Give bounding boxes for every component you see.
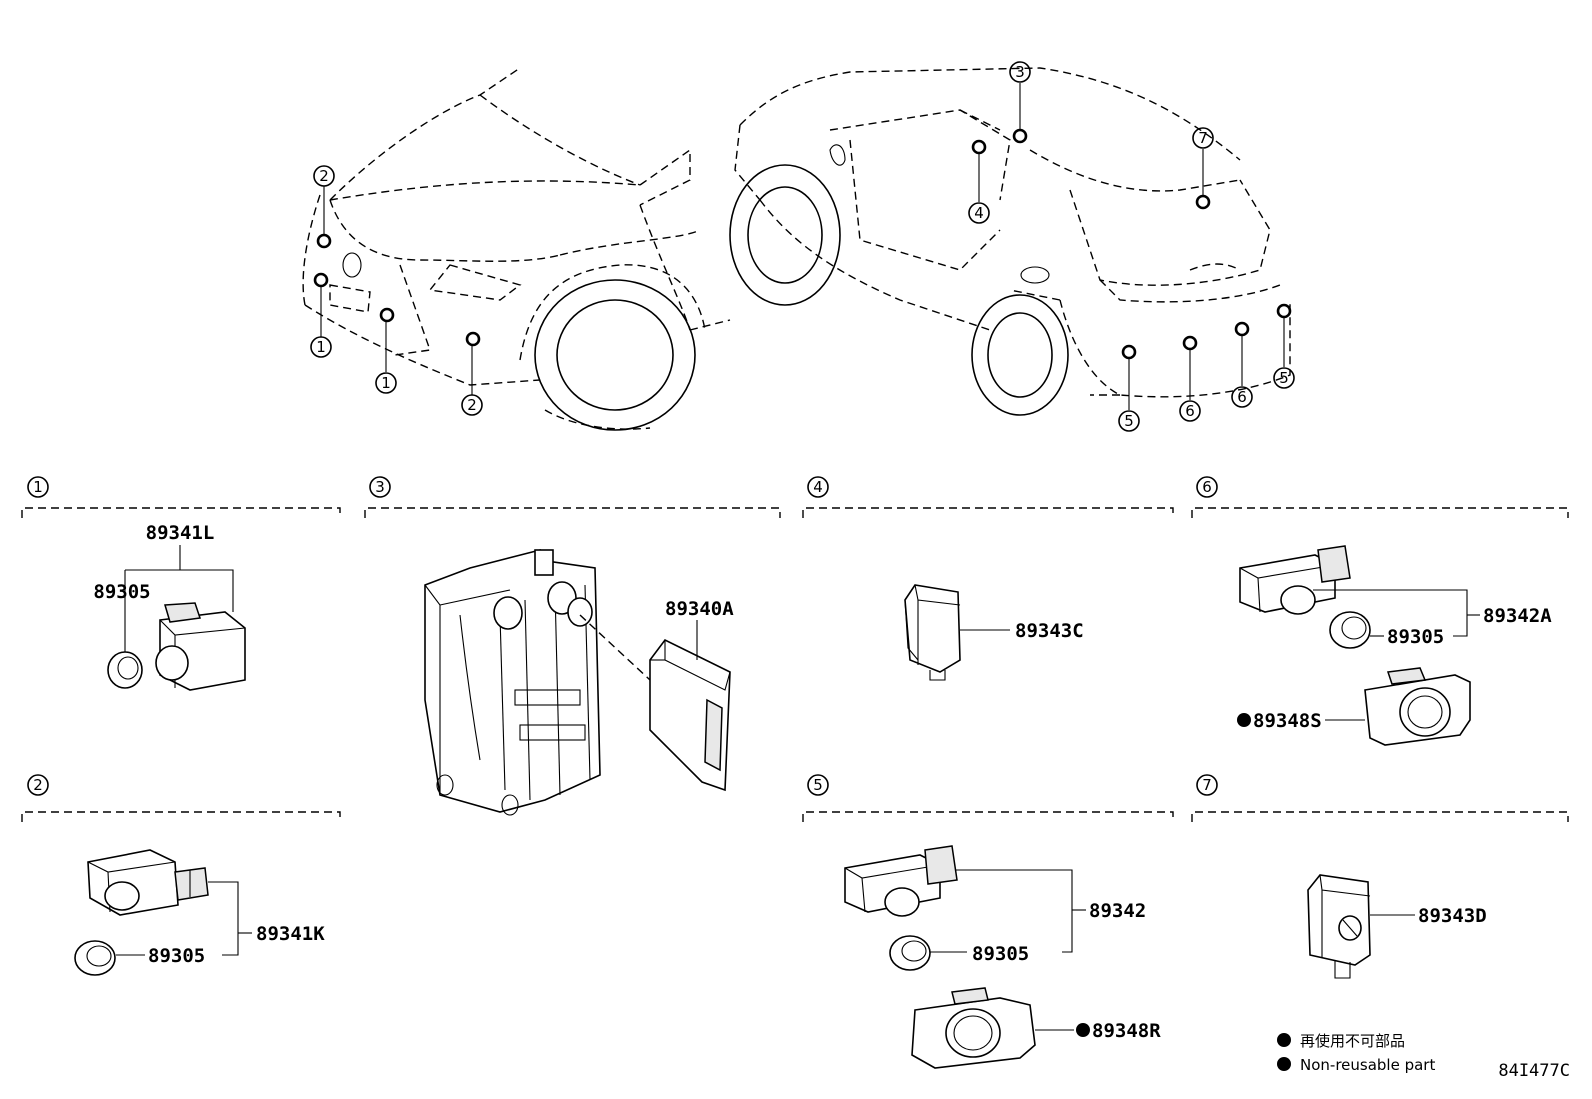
callout-6-rear-center-right: 6 — [1231, 386, 1253, 408]
sensor-location-markers — [313, 83, 1292, 410]
rear-vehicle-view — [729, 67, 1291, 416]
callout-6-rear-center-left: 6 — [1179, 400, 1201, 422]
part-label-89305-s1: 89305 — [93, 581, 150, 603]
svg-text:1: 1 — [381, 374, 391, 392]
legend: 再使用不可部品 Non-reusable part 84I477C — [1277, 1032, 1570, 1081]
svg-text:2: 2 — [467, 396, 477, 414]
svg-text:5: 5 — [1124, 412, 1134, 430]
part-label-89341L: 89341L — [146, 522, 215, 544]
svg-text:1: 1 — [316, 338, 326, 356]
part-label-89340A: 89340A — [665, 598, 734, 620]
part-label-89305-s6: 89305 — [1387, 626, 1444, 648]
legend-en-text: Non-reusable part — [1300, 1056, 1435, 1074]
svg-text:2: 2 — [33, 776, 43, 794]
svg-text:2: 2 — [319, 167, 329, 185]
svg-text:4: 4 — [813, 478, 823, 496]
part-label-89342A: 89342A — [1483, 605, 1552, 627]
non-reusable-marker-89348R — [1076, 1023, 1090, 1037]
front-vehicle-view — [302, 67, 731, 431]
svg-text:4: 4 — [974, 204, 984, 222]
svg-text:7: 7 — [1198, 129, 1208, 147]
legend-jp-text: 再使用不可部品 — [1300, 1032, 1405, 1050]
callout-5-rear-left: 5 — [1118, 410, 1140, 432]
section-header-3: 3 — [364, 476, 781, 518]
svg-text:3: 3 — [375, 478, 385, 496]
section-6-parts: 89342A 89305 89348S — [1237, 545, 1552, 746]
svg-text:7: 7 — [1202, 776, 1212, 794]
part-label-89348R: 89348R — [1092, 1020, 1161, 1042]
legend-bullet-jp — [1277, 1033, 1291, 1047]
callout-3-rear-roof: 3 — [1009, 61, 1031, 83]
part-label-89343C: 89343C — [1015, 620, 1084, 642]
section-1-parts: 89341L 89305 — [93, 522, 246, 691]
section-header-7: 7 — [1191, 774, 1569, 822]
callout-2-front-corner: 2 — [461, 394, 483, 416]
part-label-89342: 89342 — [1089, 900, 1146, 922]
part-label-89348S: 89348S — [1253, 710, 1322, 732]
legend-bullet-en — [1277, 1057, 1291, 1071]
callout-1-front-center: 1 — [375, 372, 397, 394]
section-header-1: 1 — [21, 476, 341, 518]
svg-text:6: 6 — [1185, 402, 1195, 420]
callout-4-rear-pillar: 4 — [968, 202, 990, 224]
section-3-parts: 89340A — [424, 548, 734, 816]
svg-text:1: 1 — [33, 478, 43, 496]
part-label-89343D: 89343D — [1418, 905, 1487, 927]
svg-text:5: 5 — [1279, 369, 1289, 387]
svg-text:6: 6 — [1237, 388, 1247, 406]
svg-text:5: 5 — [813, 776, 823, 794]
callout-5-rear-right: 5 — [1273, 367, 1295, 389]
callout-1-front-left: 1 — [310, 336, 332, 358]
section-header-2: 2 — [21, 774, 341, 822]
section-7-parts: 89343D — [1307, 874, 1487, 979]
callout-7-rear-window: 7 — [1192, 127, 1214, 149]
section-header-6: 6 — [1191, 476, 1569, 518]
part-label-89305-s2: 89305 — [148, 945, 205, 967]
svg-text:3: 3 — [1015, 63, 1025, 81]
svg-text:6: 6 — [1202, 478, 1212, 496]
section-header-4: 4 — [802, 476, 1174, 518]
section-4-parts: 89343C — [904, 584, 1084, 681]
non-reusable-marker-89348S — [1237, 713, 1251, 727]
illustration-code: 84I477C — [1498, 1061, 1570, 1081]
section-header-5: 5 — [802, 774, 1174, 822]
part-label-89305-s5: 89305 — [972, 943, 1029, 965]
callout-2-front-upper: 2 — [313, 165, 335, 187]
section-2-parts: 89341K 89305 — [74, 849, 325, 976]
section-5-parts: 89342 89305 89348R — [844, 845, 1161, 1069]
part-label-89341K: 89341K — [256, 923, 325, 945]
